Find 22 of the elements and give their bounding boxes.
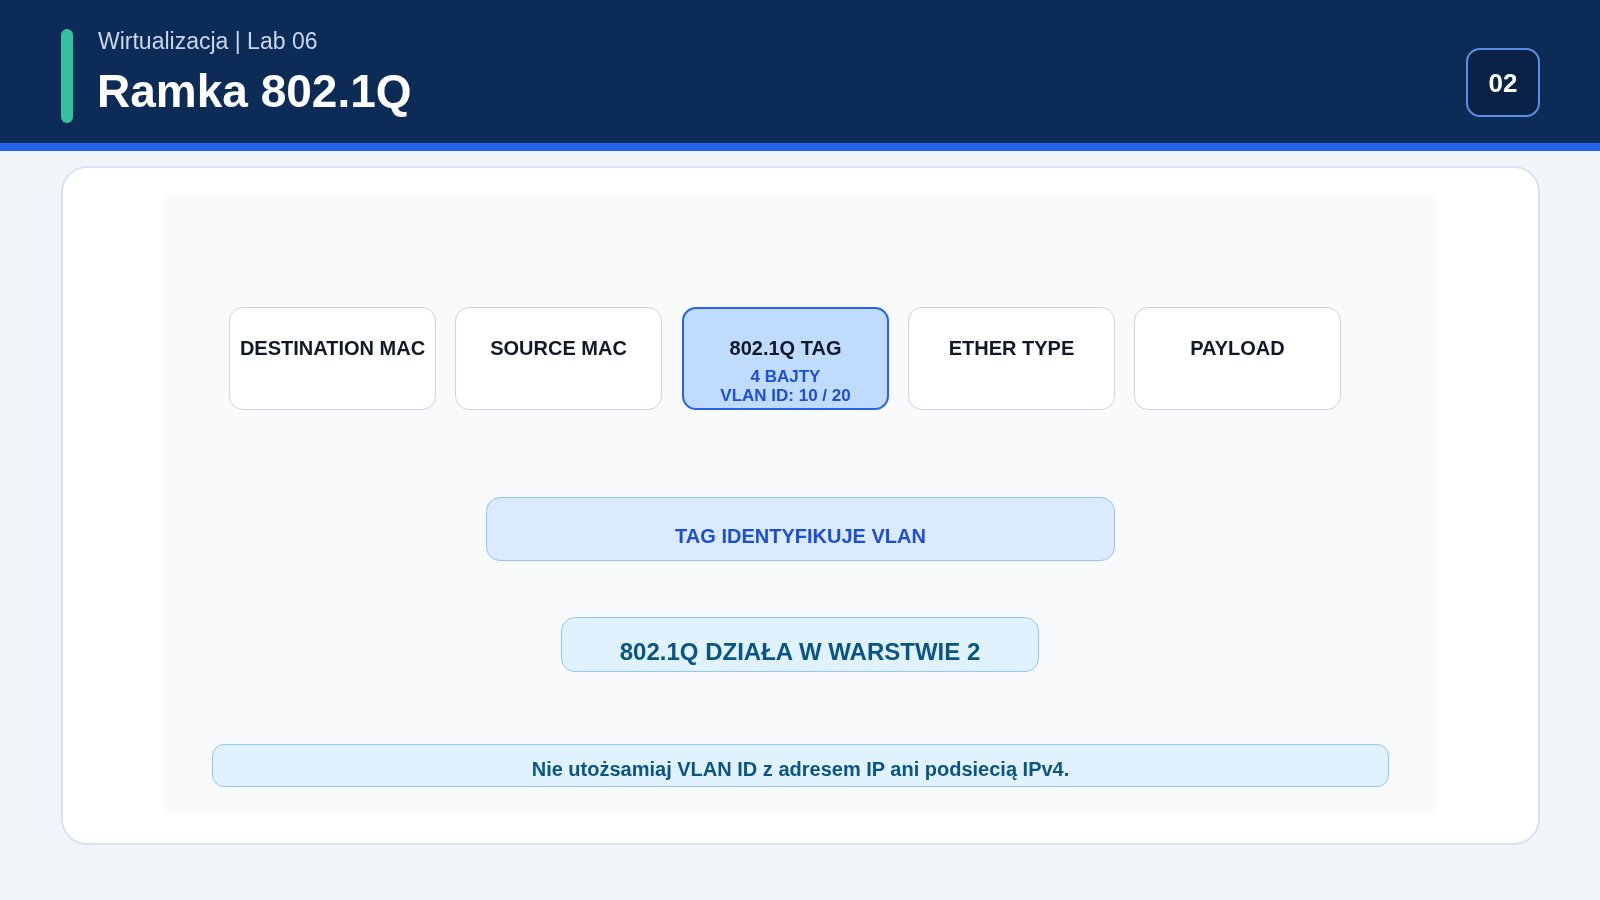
info-banner [561, 617, 1039, 672]
field-detail: 4 BAJTY [750, 368, 821, 387]
frame-field-box [229, 307, 436, 410]
banner-text: 802.1Q DZIAŁA W WARSTWIE 2 [619, 639, 981, 666]
field-label: 802.1Q TAG [729, 337, 842, 360]
field-label: ETHER TYPE [948, 337, 1075, 360]
field-label: SOURCE MAC [490, 337, 627, 360]
field-label: PAYLOAD [1190, 337, 1285, 360]
slide-title: Ramka 802.1Q [97, 64, 412, 118]
slide-number: 02 [1488, 69, 1518, 96]
header-subtitle: Wirtualizacja | Lab 06 [98, 28, 318, 55]
info-banner [486, 497, 1115, 561]
frame-field-box [455, 307, 662, 410]
slide-number-badge [1466, 48, 1540, 117]
frame-field-box [1134, 307, 1341, 410]
banner-text: TAG IDENTYFIKUJE VLAN [675, 525, 926, 547]
highlighted-field-box [682, 307, 889, 410]
field-label: DESTINATION MAC [239, 337, 426, 360]
frame-field-box [908, 307, 1115, 410]
field-detail: VLAN ID: 10 / 20 [720, 386, 851, 406]
note-text: Nie utożsamiaj VLAN ID z adresem IP ani podsiecią IPv4. [531, 758, 1070, 780]
note-banner [212, 744, 1389, 787]
